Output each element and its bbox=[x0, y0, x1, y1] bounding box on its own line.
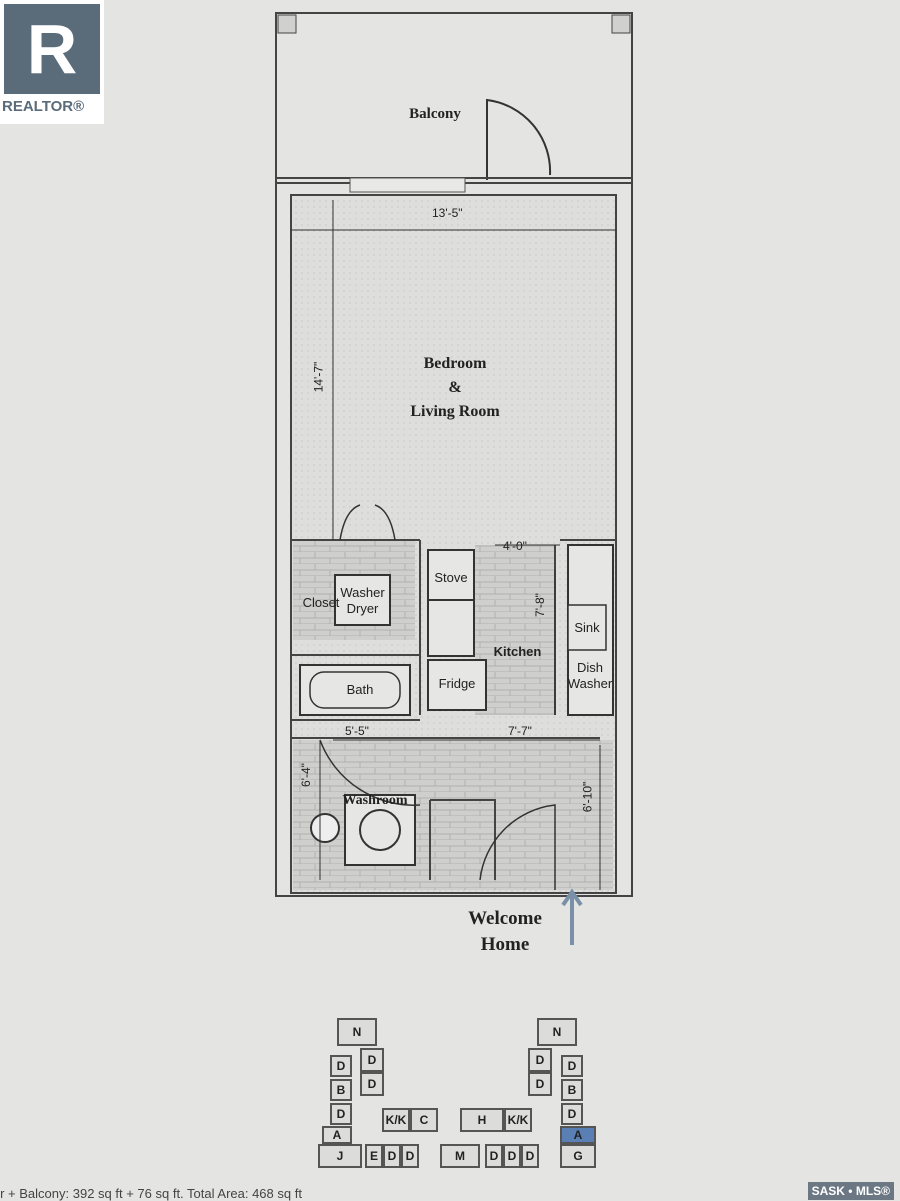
welcome-text: Welcome bbox=[468, 908, 542, 929]
sink-label: Sink bbox=[574, 620, 600, 635]
dryer-text: Dryer bbox=[346, 601, 379, 616]
site-cell: D bbox=[561, 1103, 583, 1125]
dim-washroom-depth: 6'-4" bbox=[298, 763, 313, 787]
dim-entry-depth: 6'-10" bbox=[580, 781, 595, 813]
site-cell: D bbox=[561, 1055, 583, 1077]
site-cell: H bbox=[460, 1108, 504, 1132]
site-cell: D bbox=[528, 1072, 552, 1096]
mls-logo: SASK • MLS® bbox=[807, 1182, 894, 1200]
realtor-logo-text: REALTOR® bbox=[2, 98, 85, 115]
site-cell: N bbox=[337, 1018, 377, 1046]
dim-hall-width: 7'-7" bbox=[508, 724, 532, 738]
dim-width-main: 13'-5" bbox=[432, 206, 463, 220]
home-text: Home bbox=[480, 934, 530, 955]
area-summary: ior + Balcony: 392 sq ft + 76 sq ft. Tot… bbox=[0, 1186, 302, 1201]
welcome-home-label: Welcome Home bbox=[445, 906, 565, 958]
realtor-logo-mark: R bbox=[4, 4, 100, 94]
dim-kitchen-width: 4'-0" bbox=[503, 539, 527, 553]
site-cell: D bbox=[528, 1048, 552, 1072]
site-cell: J bbox=[318, 1144, 362, 1168]
site-cell: K/K bbox=[382, 1108, 410, 1132]
fridge-label: Fridge bbox=[438, 676, 476, 691]
floor-plan bbox=[275, 12, 633, 945]
site-cell: D bbox=[521, 1144, 539, 1168]
balcony-area bbox=[275, 12, 633, 184]
site-cell: D bbox=[330, 1055, 352, 1077]
dim-bath-width: 5'-5" bbox=[345, 724, 369, 738]
site-cell: D bbox=[485, 1144, 503, 1168]
dim-kitchen-depth: 7'-8" bbox=[532, 593, 547, 617]
site-cell: M bbox=[440, 1144, 480, 1168]
amp-label: & bbox=[448, 379, 462, 396]
dim-depth-main: 14'-7" bbox=[311, 361, 326, 393]
dish-text: Dish bbox=[576, 660, 603, 675]
site-cell: D bbox=[383, 1144, 401, 1168]
site-cell: D bbox=[503, 1144, 521, 1168]
site-cell: E bbox=[365, 1144, 383, 1168]
site-cell: N bbox=[537, 1018, 577, 1046]
closet-label: Closet bbox=[302, 595, 340, 610]
site-cell: B bbox=[561, 1079, 583, 1101]
bath-label: Bath bbox=[346, 682, 374, 697]
washer-text: Washer bbox=[340, 585, 385, 600]
washer2-text: Washer bbox=[567, 676, 613, 691]
site-cell: A bbox=[322, 1126, 352, 1144]
site-cell: G bbox=[560, 1144, 596, 1168]
site-cell: B bbox=[330, 1079, 352, 1101]
site-cell: C bbox=[410, 1108, 438, 1132]
site-cell: D bbox=[401, 1144, 419, 1168]
bedroom-label: Bedroom bbox=[423, 355, 487, 372]
entry-arrow-icon bbox=[561, 888, 583, 945]
site-cell: K/K bbox=[504, 1108, 532, 1132]
site-cell: D bbox=[360, 1048, 384, 1072]
washroom-label: Washroom bbox=[342, 793, 408, 808]
bedroom-living-label: Bedroom & Living Room bbox=[390, 352, 520, 424]
realtor-logo: R REALTOR® bbox=[0, 0, 104, 124]
kitchen-label: Kitchen bbox=[493, 644, 542, 659]
stove-label: Stove bbox=[434, 570, 468, 585]
living-label: Living Room bbox=[410, 403, 500, 420]
site-cell-highlighted: A bbox=[560, 1126, 596, 1144]
site-cell: D bbox=[330, 1103, 352, 1125]
site-cell: D bbox=[360, 1072, 384, 1096]
balcony-label: Balcony bbox=[409, 106, 461, 122]
